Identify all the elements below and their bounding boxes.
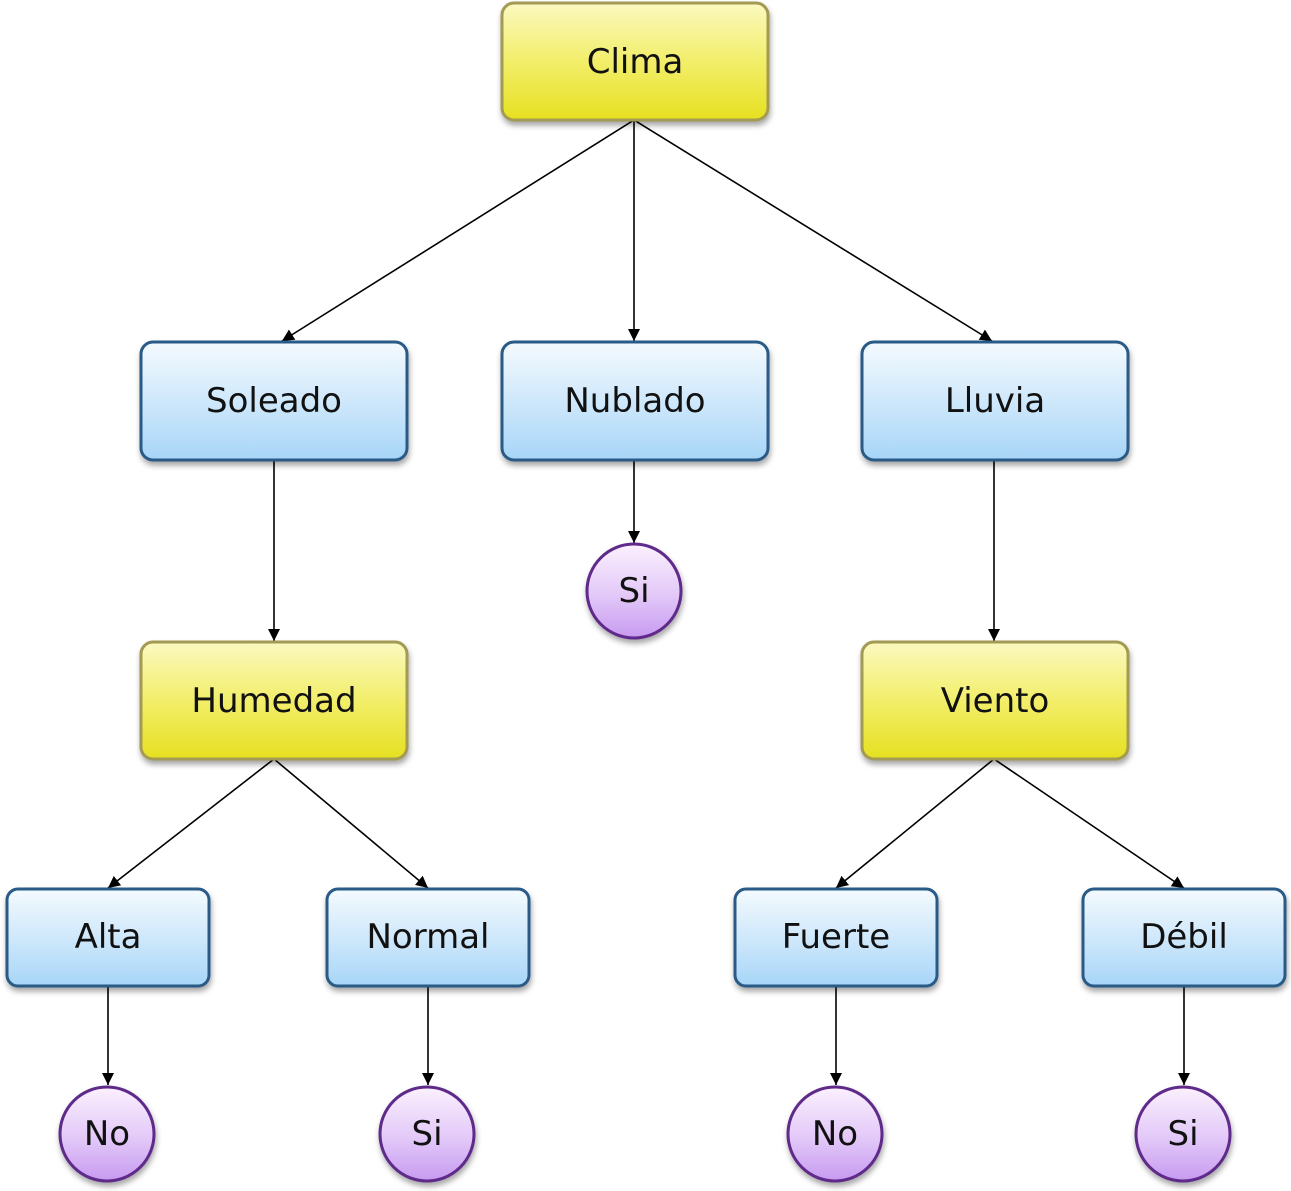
node-normal-label: Normal: [366, 917, 489, 957]
leaf-nublado-si: Si: [585, 542, 683, 640]
edges: [102, 119, 1190, 1085]
node-nublado-label: Nublado: [564, 381, 705, 421]
node-soleado-label: Soleado: [206, 381, 342, 421]
edge-clima-soleado: [281, 119, 635, 342]
node-nublado: Nublado: [500, 340, 770, 462]
leaf-normal-si-label: Si: [411, 1114, 442, 1154]
node-debil-label: Débil: [1140, 917, 1228, 957]
node-humedad: Humedad: [139, 640, 409, 761]
leaf-alta-no-label: No: [84, 1114, 130, 1154]
node-soleado: Soleado: [139, 340, 409, 462]
edge-viento-debil: [993, 758, 1185, 889]
node-clima-label: Clima: [587, 42, 684, 82]
leaf-nublado-si-label: Si: [618, 571, 649, 611]
node-viento-label: Viento: [941, 681, 1050, 721]
edge-humedad-alta: [107, 758, 275, 889]
edge-viento-fuerte: [835, 758, 995, 889]
edge-humedad-normal: [273, 758, 429, 889]
leaf-alta-no: No: [58, 1085, 156, 1183]
node-fuerte: Fuerte: [733, 887, 939, 988]
leaf-debil-si: Si: [1134, 1085, 1232, 1183]
leaf-fuerte-no-label: No: [812, 1114, 858, 1154]
node-normal: Normal: [325, 887, 531, 988]
leaf-fuerte-no: No: [786, 1085, 884, 1183]
leaf-debil-si-label: Si: [1167, 1114, 1198, 1154]
node-alta: Alta: [5, 887, 211, 988]
node-lluvia: Lluvia: [860, 340, 1130, 462]
node-fuerte-label: Fuerte: [782, 917, 890, 957]
node-lluvia-label: Lluvia: [945, 381, 1045, 421]
edge-clima-lluvia: [633, 119, 993, 342]
node-clima: Clima: [500, 1, 770, 122]
node-debil: Débil: [1081, 887, 1287, 988]
node-alta-label: Alta: [75, 917, 142, 957]
leaf-normal-si: Si: [378, 1085, 476, 1183]
node-viento: Viento: [860, 640, 1130, 761]
node-humedad-label: Humedad: [191, 681, 356, 721]
